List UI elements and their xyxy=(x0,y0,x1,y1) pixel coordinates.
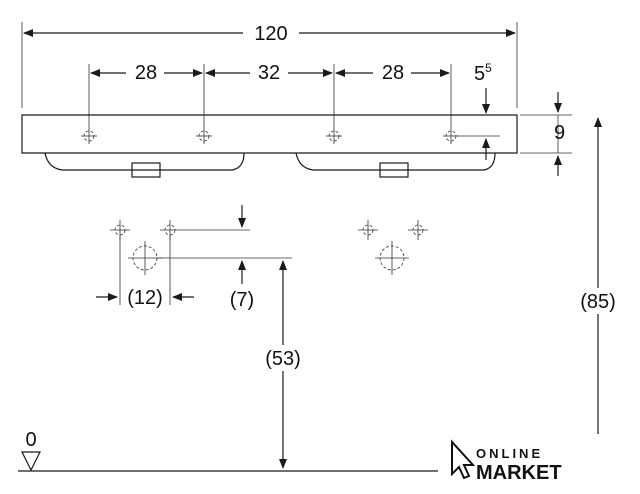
svg-text:MARKET: MARKET xyxy=(476,462,562,484)
drain-outlet-right xyxy=(375,241,409,275)
hole-spacing-small-dimension: (12) xyxy=(96,236,194,309)
total-height-dimension: (85) xyxy=(574,117,624,434)
wall-connections xyxy=(110,220,428,275)
total-height-label: (85) xyxy=(580,291,616,313)
tap-hole-4 xyxy=(443,128,459,144)
floor-level-label: 0 xyxy=(25,429,36,451)
hole-drop-label: (7) xyxy=(230,289,254,311)
overall-width-dimension: 120 xyxy=(21,22,518,108)
svg-text:ONLINE: ONLINE xyxy=(476,446,543,461)
hole-spacing-dimensions: 28 32 28 xyxy=(88,61,452,128)
outlet-height-dimension: (53) xyxy=(259,260,309,469)
edge-offset-dimension: 55 xyxy=(458,61,500,160)
edge-offset-label: 55 xyxy=(474,61,492,85)
tap-hole-1 xyxy=(81,128,97,144)
online-market-logo: ONLINE MARKET xyxy=(451,439,562,484)
drain-outlet-left xyxy=(128,241,162,275)
thickness-dimension: 9 xyxy=(520,92,572,176)
cursor-icon xyxy=(451,439,476,480)
connection-right-group xyxy=(358,220,428,275)
hole-drop-dimension: (7) xyxy=(158,205,292,311)
tap-hole-2 xyxy=(196,128,212,144)
connection-left-group xyxy=(110,220,180,275)
tap-hole-3 xyxy=(326,128,342,144)
washbasin-body xyxy=(21,114,518,178)
spacing-middle-label: 32 xyxy=(258,62,280,84)
outlet-height-label: (53) xyxy=(265,348,301,370)
spacing-right-label: 28 xyxy=(382,62,404,84)
fixing-point-4 xyxy=(408,220,428,240)
floor-level-marker: 0 xyxy=(18,429,438,472)
spacing-left-label: 28 xyxy=(135,62,157,84)
overall-width-label: 120 xyxy=(254,23,287,45)
hole-spacing-small-label: (12) xyxy=(127,287,163,309)
tap-holes xyxy=(81,128,459,144)
thickness-label: 9 xyxy=(554,122,565,144)
fixing-point-3 xyxy=(358,220,378,240)
